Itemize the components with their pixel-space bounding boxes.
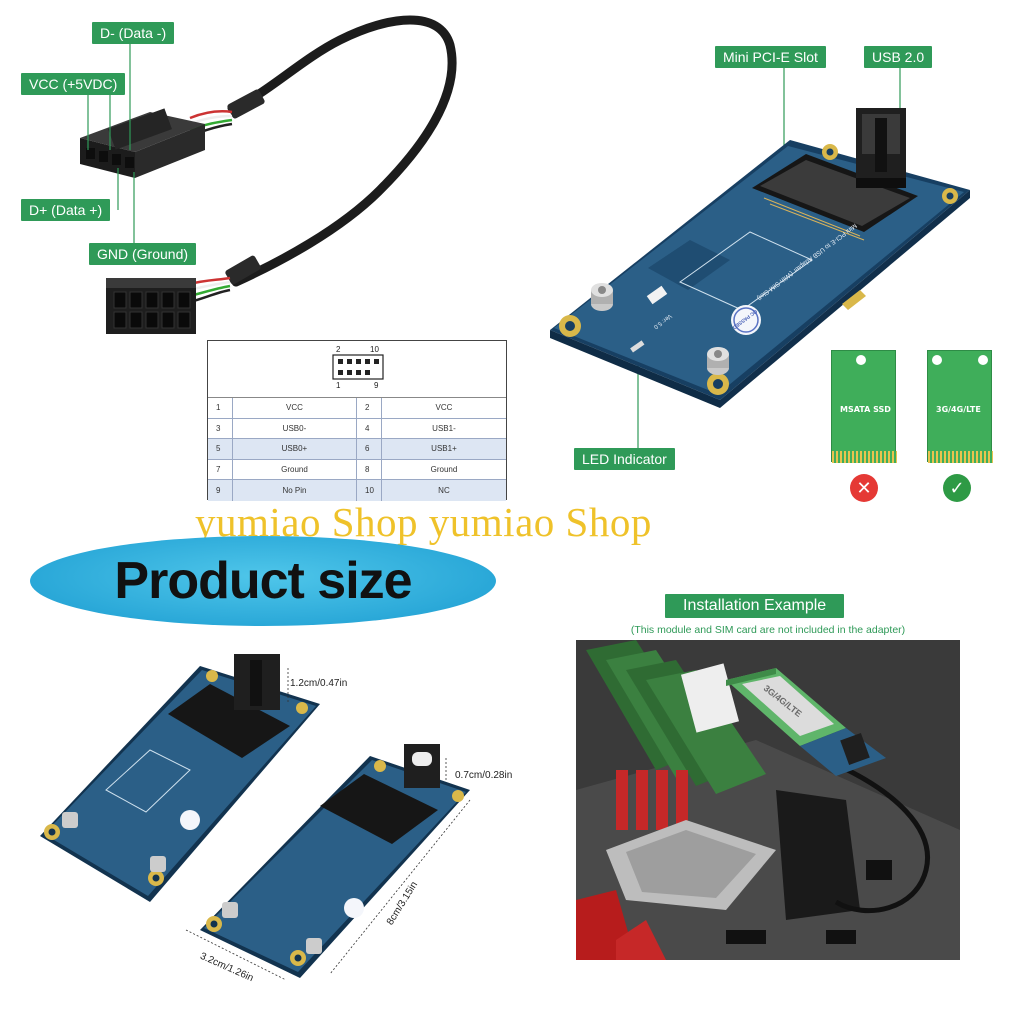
dimension-usb-thickness: 0.7cm/0.28in xyxy=(455,770,513,781)
pin-signal: NC xyxy=(438,485,450,495)
pin-number: 8 xyxy=(357,459,382,479)
label-usb-2: USB 2.0 xyxy=(864,46,933,68)
pin-number: 3 xyxy=(208,418,233,438)
pin-number: 2 xyxy=(357,398,382,418)
pin-num-9: 9 xyxy=(374,381,379,390)
pin-num-2: 2 xyxy=(336,345,341,354)
lte-card-label: 3G/4G/LTE xyxy=(936,405,981,414)
cable-diagram: D- (Data -) VCC (+5VDC) D+ (Data +) GND … xyxy=(0,0,520,340)
product-size-banner: Product size xyxy=(30,536,496,626)
adapter-board-illustration xyxy=(550,68,970,450)
adapter-board-view: Mini PCI-E to USB Adapter (With SIM Slot… xyxy=(530,0,1024,500)
product-size-view: 1.2cm/0.47in 0.7cm/0.28in 8cm/3.15in 3.2… xyxy=(0,640,540,1024)
pin-signal: Ground xyxy=(430,464,458,474)
msata-card-label: MSATA SSD xyxy=(840,405,891,414)
pin-signal: USB1- xyxy=(432,423,456,433)
card-gold-fingers xyxy=(832,451,897,463)
dimension-usb-height: 1.2cm/0.47in xyxy=(290,678,348,689)
card-mount-hole xyxy=(932,355,942,365)
pin-signal: VCC xyxy=(233,398,358,418)
pin-number: 4 xyxy=(357,418,382,438)
pin-table: 2 10 1 9 1 VCC 2 VCC 3 USB0- 4 USB1- 5 U… xyxy=(207,340,507,501)
pin-number: 10 xyxy=(357,480,382,501)
check-icon: ✓ xyxy=(943,474,971,502)
label-vcc: VCC (+5VDC) xyxy=(21,73,126,95)
usb-header-cable-illustration xyxy=(80,15,457,334)
pin-signal: Ground xyxy=(233,459,358,479)
pin-signal: USB0- xyxy=(233,418,358,438)
pin-signal: USB1+ xyxy=(431,444,457,454)
pin-number: 9 xyxy=(208,480,233,501)
lte-card: 3G/4G/LTE xyxy=(927,350,993,463)
pin-signal: VCC xyxy=(435,403,453,413)
pin-row: 5 USB0+ 6 USB1+ xyxy=(208,439,506,460)
pin-row: 3 USB0- 4 USB1- xyxy=(208,418,506,439)
msata-card: MSATA SSD xyxy=(831,350,897,463)
pin-num-1: 1 xyxy=(336,381,341,390)
product-size-illustration xyxy=(40,654,471,981)
label-gnd: GND (Ground) xyxy=(89,243,197,265)
label-data-plus: D+ (Data +) xyxy=(21,199,111,221)
pin-signal: USB0+ xyxy=(233,439,358,459)
pin-row: 1 VCC 2 VCC xyxy=(208,398,506,419)
card-mount-hole xyxy=(856,355,866,365)
label-led-indicator: LED Indicator xyxy=(574,448,675,470)
pin-table-header: 2 10 1 9 xyxy=(208,341,506,398)
header-pinout-icon xyxy=(332,354,384,380)
pin-row: 9 No Pin 10 NC xyxy=(208,480,506,501)
label-mini-pcie-slot: Mini PCI-E Slot xyxy=(715,46,826,68)
pin-number: 5 xyxy=(208,439,233,459)
pin-number: 1 xyxy=(208,398,233,418)
cross-icon: ✕ xyxy=(850,474,878,502)
card-gold-fingers xyxy=(928,451,993,463)
installation-title: Installation Example xyxy=(665,594,845,618)
motherboard-illustration xyxy=(576,640,960,960)
installation-photo: 3G/4G/LTE xyxy=(576,640,960,960)
card-mount-hole xyxy=(978,355,988,365)
pin-signal: No Pin xyxy=(233,480,358,501)
pin-number: 6 xyxy=(357,439,382,459)
installation-note: (This module and SIM card are not includ… xyxy=(630,624,906,636)
pin-row: 7 Ground 8 Ground xyxy=(208,459,506,480)
label-data-minus: D- (Data -) xyxy=(92,22,175,44)
pin-number: 7 xyxy=(208,459,233,479)
banner-title: Product size xyxy=(114,552,412,610)
pin-num-10: 10 xyxy=(370,345,379,354)
